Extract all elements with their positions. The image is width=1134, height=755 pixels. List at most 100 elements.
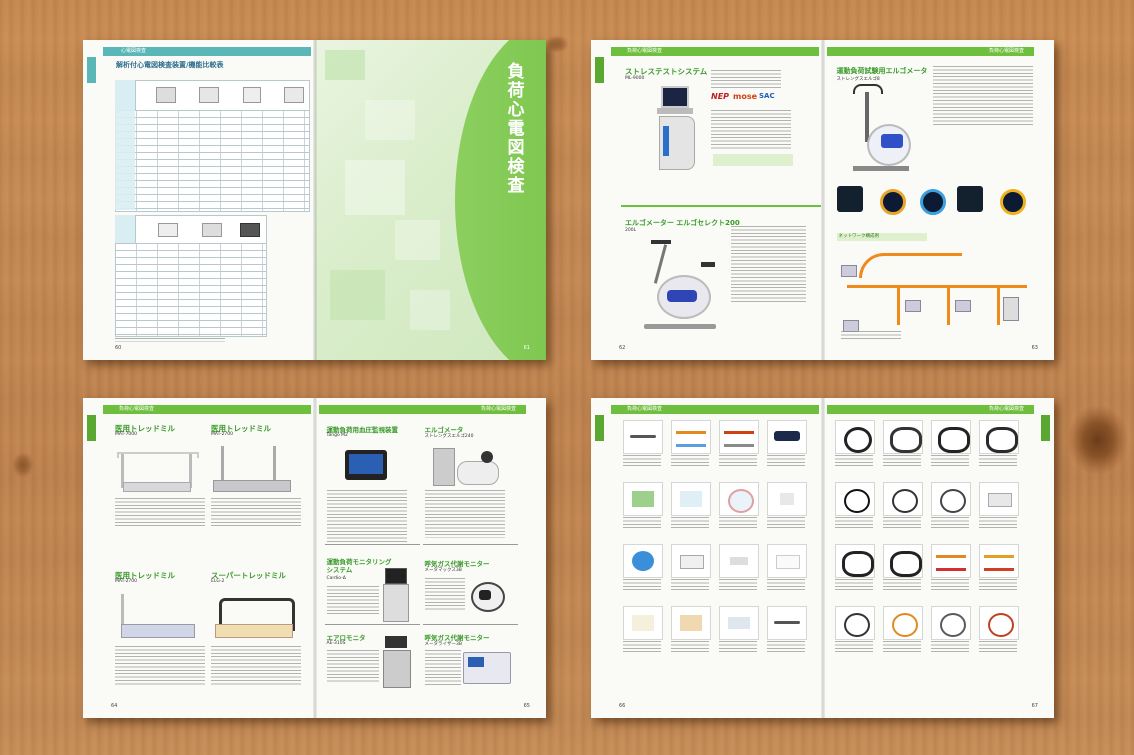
ergometer-chair-image	[432, 443, 503, 488]
accessory-image	[680, 491, 702, 507]
accessory-image	[939, 613, 966, 637]
page-number: 65	[523, 703, 530, 709]
accessory-image	[841, 551, 874, 577]
device-image	[240, 223, 260, 237]
header-bar	[103, 405, 311, 414]
accessory-thumbnail	[930, 420, 971, 454]
accessory-thumbnail	[623, 606, 663, 640]
decor-square	[409, 290, 450, 330]
accessory-caption	[930, 641, 969, 653]
page-number: 63	[1031, 345, 1038, 351]
accessory-thumbnail	[978, 544, 1019, 578]
spec-text	[211, 498, 301, 528]
spec-text	[115, 646, 205, 686]
section-divider	[621, 205, 821, 207]
device-image	[202, 223, 222, 237]
accessory-thumbnail	[719, 482, 759, 516]
accessory-thumbnail	[978, 420, 1019, 454]
accessory-caption	[882, 641, 921, 653]
spec-text	[424, 490, 505, 538]
accessory-caption	[767, 517, 805, 529]
spec-text	[424, 578, 465, 612]
section-tab	[87, 415, 96, 441]
product-model: MAT-2700	[115, 579, 138, 584]
accessory-thumbnail	[767, 420, 807, 454]
wood-knot	[12, 452, 34, 478]
accessory-thumbnail	[767, 482, 807, 516]
treadmill-image	[213, 446, 293, 494]
section-tab	[87, 57, 96, 83]
treadmill-image	[117, 594, 197, 640]
accessory-thumbnail	[623, 482, 663, 516]
page-number: 64	[111, 703, 118, 709]
accessory-image	[632, 551, 654, 571]
accessory-image	[728, 489, 754, 513]
accessory-image	[774, 621, 800, 624]
accessory-image	[843, 427, 872, 453]
device-image	[243, 87, 261, 103]
product-model: Cardio-Δ	[326, 576, 346, 581]
product-title: 呼気ガス代謝モニター	[424, 634, 490, 642]
product-title: 呼気ガス代謝モニター	[424, 560, 490, 568]
header-bar	[826, 405, 1034, 414]
comparison-table-2	[115, 243, 267, 337]
spec-text	[326, 586, 379, 616]
section-tab	[595, 57, 604, 83]
page-number: 60	[115, 345, 122, 351]
page-number: 62	[619, 345, 626, 351]
decor-square	[329, 270, 385, 320]
brochure-spread-66-67: 負荷心電図検査 66 負荷心電図検査 67	[591, 398, 1054, 718]
product-model: ストレングスエルゴ8	[836, 77, 880, 82]
accessory-caption	[930, 455, 969, 467]
accessory-caption	[930, 517, 969, 529]
header-bar	[826, 47, 1034, 56]
accessory-thumbnail	[623, 544, 663, 578]
accessory-image	[983, 555, 1014, 571]
header-bar	[103, 47, 311, 56]
header-label: 負荷心電図検査	[627, 406, 663, 412]
page-65: 負荷心電図検査 運動負荷用血圧監視装置 Tango M2 エルゴメータ ストレン…	[315, 398, 547, 718]
product-model: AE-310S	[326, 641, 346, 646]
device-image	[199, 87, 219, 103]
bp-monitor-image	[344, 450, 387, 480]
page-67: 負荷心電図検査 67	[823, 398, 1055, 718]
network-label-bar	[836, 233, 927, 241]
header-label: 負荷心電図検査	[627, 48, 663, 54]
accessory-image	[891, 489, 918, 513]
product-model: Tango M2	[326, 433, 348, 438]
product-title: 医用トレッドミル	[211, 424, 271, 433]
accessory-caption	[834, 579, 873, 591]
product-model: ストレングスエルゴ240	[424, 434, 474, 439]
accessory-thumbnail	[671, 420, 711, 454]
accessory-caption	[978, 517, 1017, 529]
accessory-image	[843, 489, 870, 513]
page-62: 負荷心電図検査 ストレステストシステム ML-9000 NEP mose SAC…	[591, 40, 823, 360]
accessory-thumbnail	[719, 420, 759, 454]
header-label: 負荷心電図検査	[480, 406, 516, 412]
stress-test-cart-image	[653, 86, 699, 176]
accessory-caption	[623, 641, 661, 653]
accessory-image	[987, 613, 1014, 637]
product-model: MAT-2700	[211, 432, 234, 437]
accessory-caption	[834, 641, 873, 653]
accessory-image	[776, 555, 800, 569]
section-tab	[595, 415, 604, 441]
feature-text	[711, 110, 791, 150]
product-title: エアロモニタ	[326, 634, 366, 642]
ergometer-image	[843, 84, 913, 174]
spec-text	[711, 70, 781, 88]
product-model: メータマックス3B	[424, 568, 462, 573]
spec-text	[211, 646, 301, 686]
comparison-table-1	[115, 110, 310, 212]
page-number: 66	[619, 703, 626, 709]
page-66: 負荷心電図検査 66	[591, 398, 823, 718]
product-title: 医用トレッドミル	[115, 424, 175, 433]
section-divider	[422, 544, 518, 545]
accessory-image	[843, 613, 870, 637]
wood-knot	[545, 35, 569, 53]
header-label: 心電図検査	[121, 48, 147, 54]
accessory-thumbnail	[767, 606, 807, 640]
device-image	[284, 87, 304, 103]
accessory-image	[985, 427, 1018, 453]
accessory-caption	[671, 579, 709, 591]
